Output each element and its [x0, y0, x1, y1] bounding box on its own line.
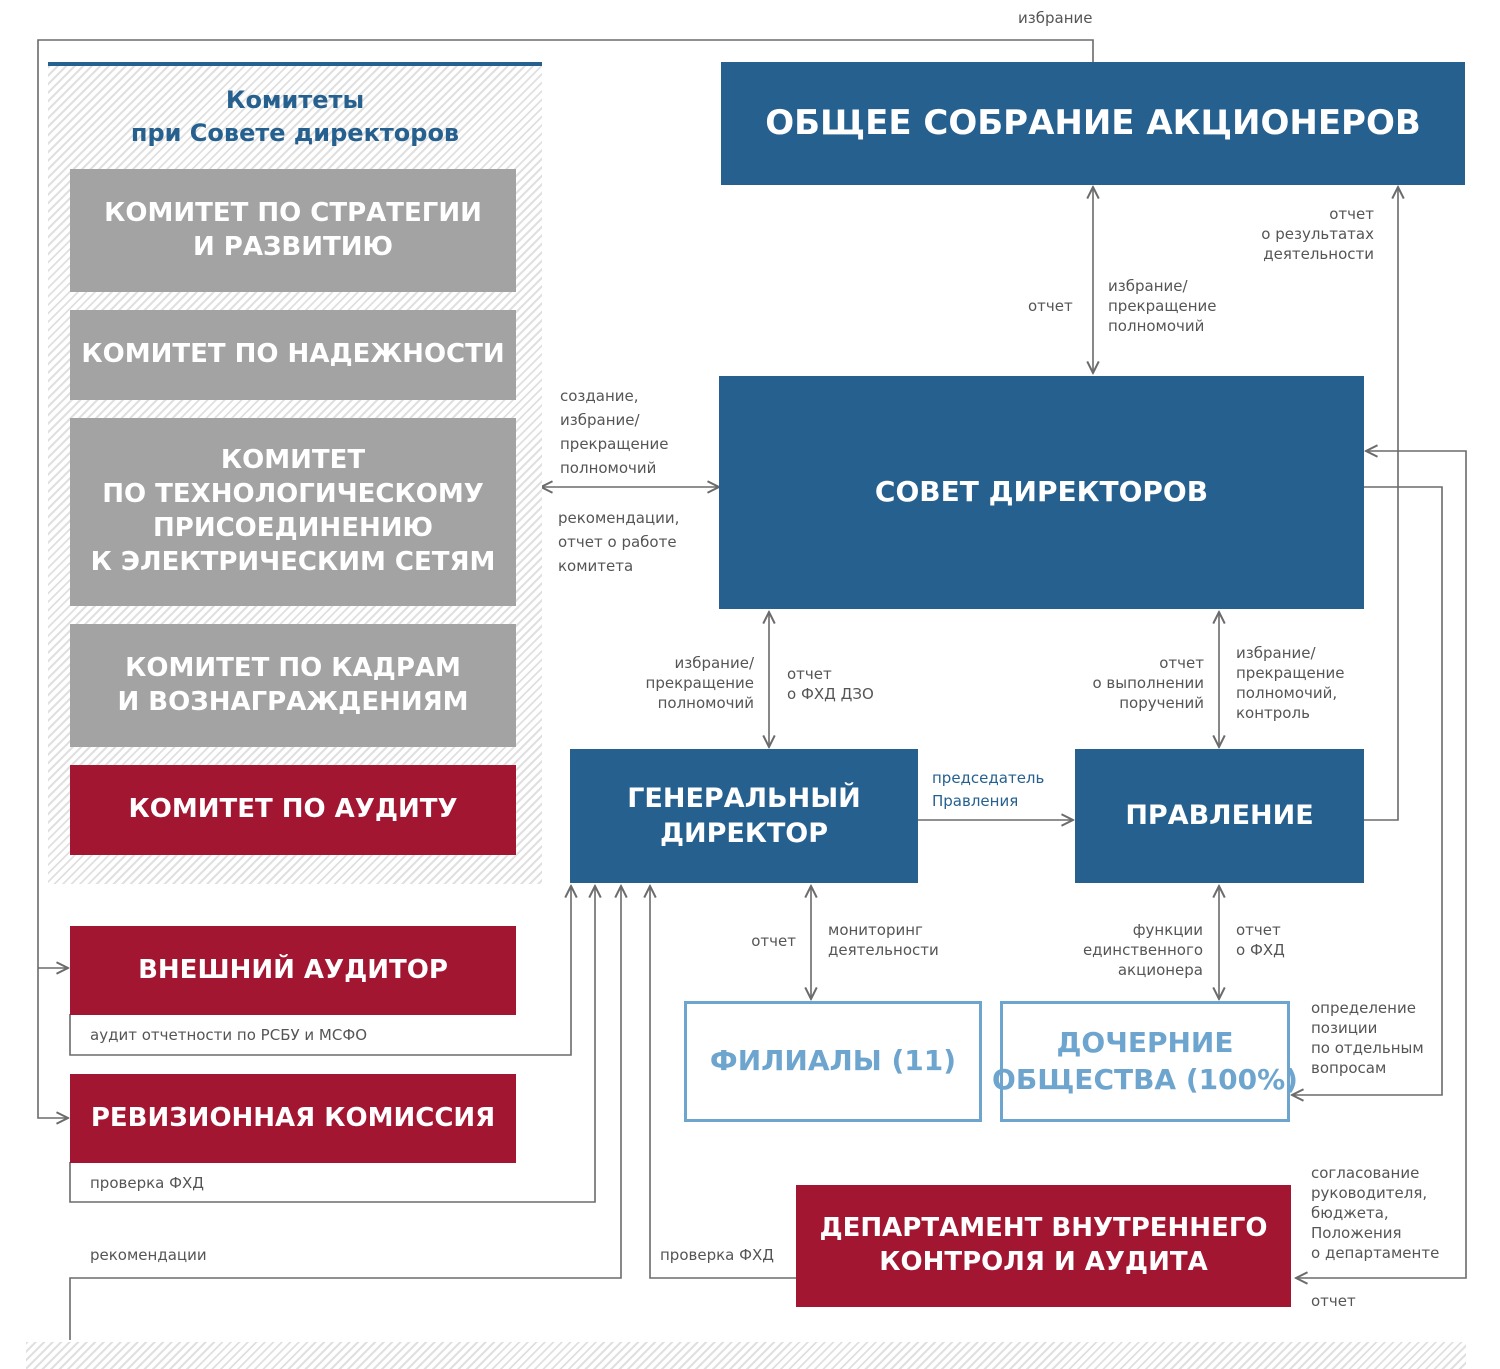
label-branches-report: отчет [751, 932, 796, 950]
external-auditor[interactable]: ВНЕШНИЙ АУДИТОР [70, 926, 516, 1015]
branches[interactable]: ФИЛИАЛЫ (11) [684, 1001, 982, 1122]
shareholders-meeting[interactable]: ОБЩЕЕ СОБРАНИЕ АКЦИОНЕРОВ [721, 62, 1465, 185]
committee-reliability[interactable]: КОМИТЕТ ПО НАДЕЖНОСТИ [70, 310, 516, 400]
subsidiaries[interactable]: ДОЧЕРНИЕ ОБЩЕСТВА (100%) [992, 1001, 1298, 1122]
audit-commission-note: проверка ФХД [90, 1174, 205, 1192]
audit-commission[interactable]: РЕВИЗИОННАЯ КОМИССИЯ [70, 1074, 516, 1163]
label-report-gsm: отчет [1028, 297, 1073, 315]
label-check-fhd: проверка ФХД [660, 1246, 775, 1264]
board-of-directors[interactable]: СОВЕТ ДИРЕКТОРОВ [719, 376, 1364, 609]
internal-audit-department[interactable]: ДЕПАРТАМЕНТ ВНУТРЕННЕГО КОНТРОЛЯ И АУДИТ… [796, 1185, 1291, 1307]
general-director[interactable]: ГЕНЕРАЛЬНЫЙ ДИРЕКТОР [570, 749, 918, 883]
committee-audit[interactable]: КОМИТЕТ ПО АУДИТУ [70, 765, 516, 855]
label-ceo-report: отчет о ФХД ДЗО [787, 665, 874, 703]
label-sub-functions: функции единственного акционера [1082, 921, 1203, 979]
label-sub-report: отчет о ФХД [1236, 921, 1285, 959]
committee-strategy[interactable]: КОМИТЕТ ПО СТРАТЕГИИ И РАЗВИТИЮ [70, 169, 516, 292]
label-dept-report: отчет [1311, 1292, 1356, 1310]
label-committee-recommend: рекомендации, отчет о работе комитета [558, 509, 680, 575]
label-election-top: избрание [1018, 9, 1093, 27]
label-branches-monitor: мониторинг деятельности [828, 921, 939, 959]
committee-tech-connection[interactable]: КОМИТЕТ ПО ТЕХНОЛОГИЧЕСКОМУ ПРИСОЕДИНЕНИ… [70, 418, 516, 606]
bottom-divider [26, 1342, 1466, 1369]
label-ceo-election: избрание/ прекращение полномочий [645, 654, 754, 712]
label-mb-report: отчет о выполнении поручений [1092, 654, 1204, 712]
committees-title: Комитеты при Совете директоров [130, 86, 460, 147]
external-auditor-note: аудит отчетности по РСБУ и МСФО [90, 1026, 368, 1044]
label-dept-approval: согласование руководителя, бюджета, Поло… [1311, 1164, 1440, 1262]
label-sub-position: определение позиции по отдельным вопроса… [1311, 999, 1424, 1077]
label-chairman: председатель Правления [932, 769, 1045, 810]
label-committee-create: создание, избрание/ прекращение полномоч… [560, 387, 669, 477]
management-board[interactable]: ПРАВЛЕНИЕ [1075, 749, 1364, 883]
label-mb-election: избрание/ прекращение полномочий, контро… [1236, 644, 1345, 722]
label-election-board: избрание/ прекращение полномочий [1108, 277, 1217, 335]
committee-hr[interactable]: КОМИТЕТ ПО КАДРАМ И ВОЗНАГРАЖДЕНИЯМ [70, 624, 516, 747]
label-recommendations: рекомендации [90, 1246, 207, 1264]
label-report-results: отчет о результатах деятельности [1261, 205, 1374, 263]
